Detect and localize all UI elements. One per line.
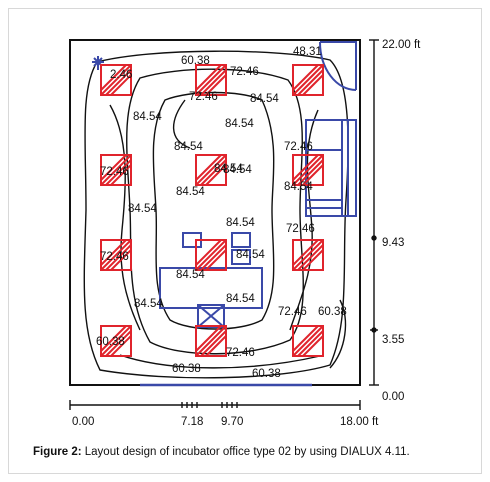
contour-label: 84.54 xyxy=(223,164,252,176)
luminaire xyxy=(292,64,324,96)
x-tick-label: 9.70 xyxy=(221,416,243,428)
luminaire xyxy=(100,239,132,271)
x-tick-label: 0.00 xyxy=(72,416,94,428)
contour-label: 60.38 xyxy=(172,363,201,375)
luminaires xyxy=(100,64,324,357)
y-tick-label: 3.55 xyxy=(382,334,404,346)
contour-label: 72.46 xyxy=(189,91,218,103)
contour-label: 84.54 xyxy=(226,217,255,229)
contour-label: 72.46 xyxy=(286,223,315,235)
x-tick-label: 18.00 ft xyxy=(340,416,379,428)
y-tick-labels: 22.00 ft 9.43 3.55 0.00 xyxy=(382,39,421,403)
contour-label: 60.38 xyxy=(181,55,210,67)
contour-labels: 60.38 72.46 48.31 72.46 84.54 84.54 84.5… xyxy=(96,46,347,380)
x-dimension-axis xyxy=(69,400,361,410)
floor-plan-diagram: 60.38 72.46 48.31 72.46 84.54 84.54 84.5… xyxy=(69,39,421,428)
caption-label: Figure 2: xyxy=(33,446,82,458)
luminaire xyxy=(195,325,227,357)
top-right-quarter-circle xyxy=(319,41,357,91)
central-table xyxy=(159,267,263,309)
contour-inner xyxy=(152,91,275,330)
contour-label: 60.38 xyxy=(318,306,347,318)
luminaire xyxy=(100,154,132,186)
chair-top-right xyxy=(231,232,251,248)
furniture-layer xyxy=(92,41,357,387)
contour-label: 84.54 xyxy=(214,163,243,175)
x-tick-labels: 0.00 7.18 9.70 18.00 ft xyxy=(72,416,379,428)
contour-label: 84.54 xyxy=(133,111,162,123)
chair-right xyxy=(231,249,251,265)
contour-label: 84.54 xyxy=(226,293,255,305)
y-tick-label: 0.00 xyxy=(382,391,404,403)
contour-label: 72.46 xyxy=(278,306,307,318)
contour-mid xyxy=(126,68,304,355)
luminaire xyxy=(195,64,227,96)
figure-frame xyxy=(8,8,482,474)
contour-label: 60.38 xyxy=(96,336,125,348)
contour-label: 84.54 xyxy=(236,249,265,261)
contour-label: 48.31 xyxy=(293,46,322,58)
contour-label: 72.46 xyxy=(100,251,129,263)
plant-icon xyxy=(92,56,104,70)
contour-label: 84.54 xyxy=(128,203,157,215)
y-dimension-axis xyxy=(369,39,379,386)
luminaire xyxy=(292,325,324,357)
luminaire xyxy=(100,64,132,96)
contour-center-top xyxy=(172,99,191,149)
contour-left xyxy=(109,104,141,331)
luminaire xyxy=(292,154,324,186)
luminaire xyxy=(195,239,227,271)
contour-label: 72.46 xyxy=(284,141,313,153)
caption-text: Layout design of incubator office type 0… xyxy=(81,446,410,458)
contour-label: 2.46 xyxy=(110,69,132,81)
luminaire xyxy=(195,154,227,186)
y-tick-label: 9.43 xyxy=(382,237,404,249)
x-tick-label: 7.18 xyxy=(181,416,203,428)
contour-label: 84.54 xyxy=(176,186,205,198)
contour-bottom xyxy=(119,354,321,369)
figure-caption: Figure 2: Layout design of incubator off… xyxy=(33,446,473,458)
contour-label: 72.46 xyxy=(100,166,129,178)
contour-label: 84.54 xyxy=(176,269,205,281)
luminaire xyxy=(292,239,324,271)
contour-label: 84.54 xyxy=(225,118,254,130)
contour-label: 60.38 xyxy=(252,368,281,380)
luminaire xyxy=(100,325,132,357)
contour-label: 72.46 xyxy=(230,66,259,78)
contour-label: 84.54 xyxy=(134,298,163,310)
contour-right xyxy=(289,109,319,331)
chair-bottom-x2 xyxy=(197,304,225,328)
contour-label: 72.46 xyxy=(226,347,255,359)
contour-top-right xyxy=(329,299,347,369)
contour-label: 84.54 xyxy=(174,141,203,153)
y-tick-label: 22.00 ft xyxy=(382,39,421,51)
contour-label: 84.54 xyxy=(250,93,279,105)
contour-label: 84.54 xyxy=(284,181,313,193)
